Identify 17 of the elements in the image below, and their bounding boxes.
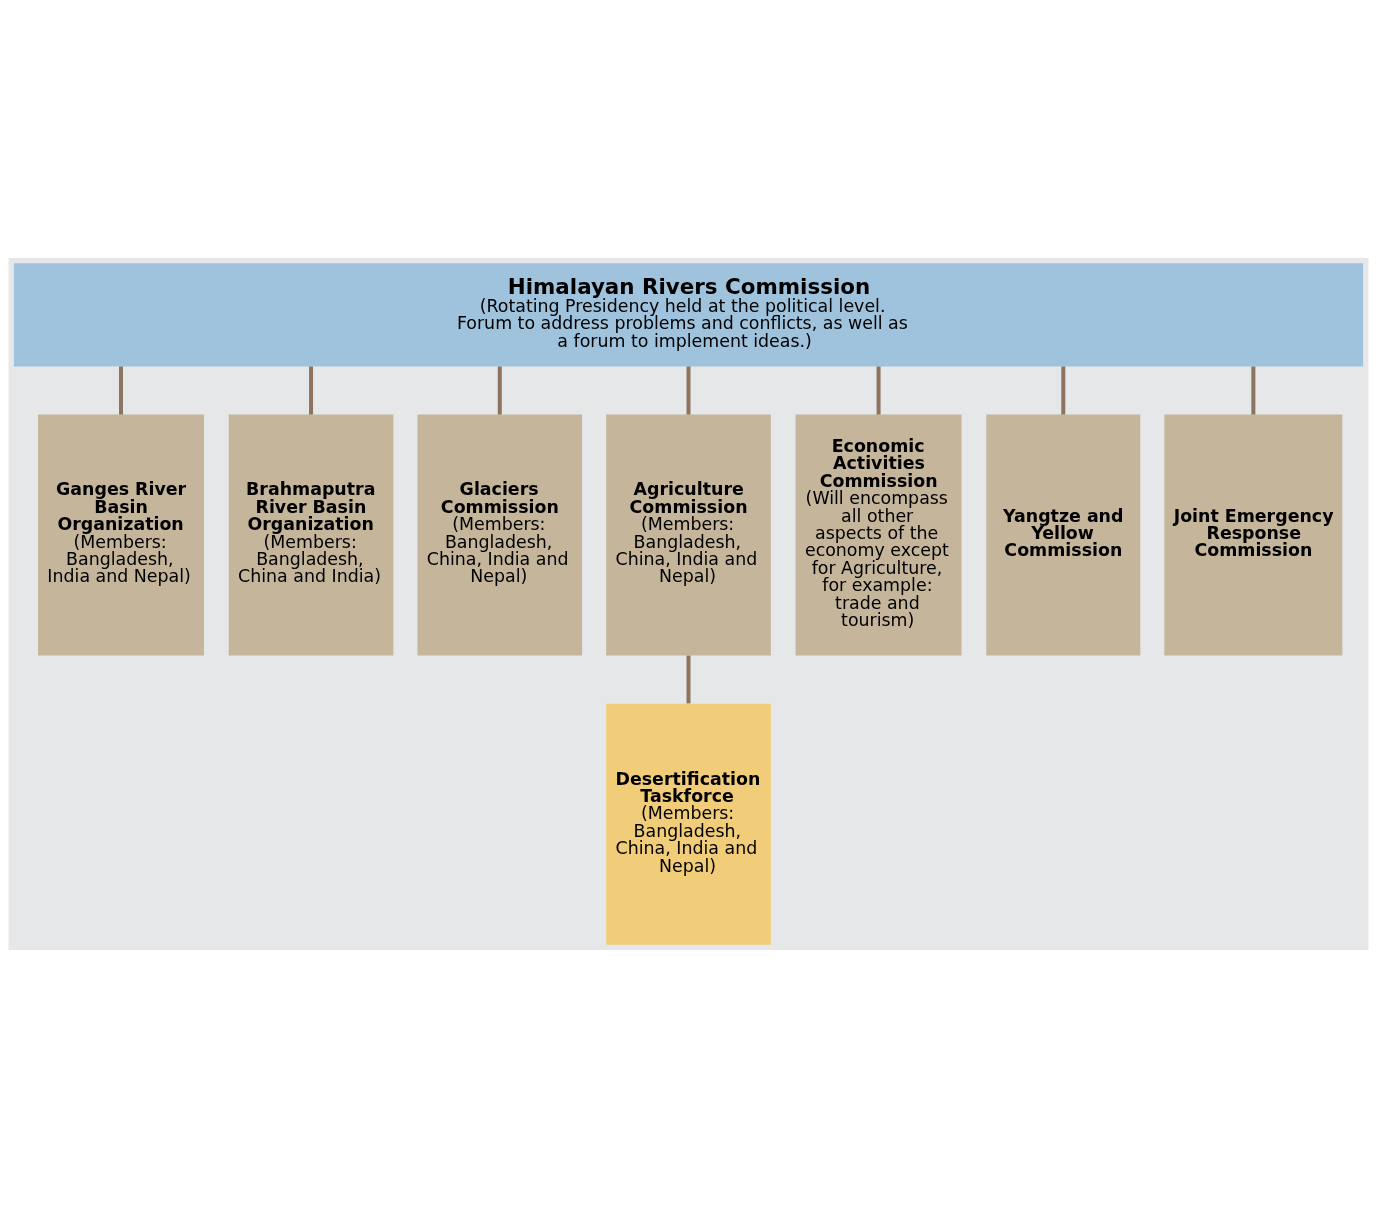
node-box: Ganges River Basin Organization (Members: Bangladesh, India and Nepal)	[38, 414, 204, 656]
node-box: Agriculture Commission (Members: Bangladesh, China, India and Nepal)	[606, 414, 771, 656]
connector	[876, 366, 881, 415]
connector	[1251, 366, 1256, 415]
node-box: Glaciers Commission (Members: Bangladesh, China, India and Nepal)	[417, 414, 583, 656]
node-box: Brahmaputra River Basin Organization (Members: Bangladesh, China and India)	[228, 414, 394, 656]
node-box: Economic Activities Commission (Will encompass all other aspects of the economy except for Agriculture, for example: trade and tourism)	[795, 414, 962, 656]
connector	[686, 366, 691, 415]
node-box: Joint Emergency Response Commission	[1164, 414, 1343, 656]
connector	[497, 366, 502, 415]
connector	[1061, 366, 1066, 415]
connector	[686, 655, 691, 704]
node-box: Desertification Taskforce (Members: Bangladesh, China, India and Nepal)	[606, 703, 771, 945]
node-box: Himalayan Rivers Commission (Rotating Presidency held at the political level. Forum to address problems and conflicts, as well as a forum to implement ideas.)	[13, 263, 1364, 367]
connector	[118, 366, 123, 415]
connector	[309, 366, 314, 415]
node-box: Yangtze and Yellow Commission	[986, 414, 1141, 656]
